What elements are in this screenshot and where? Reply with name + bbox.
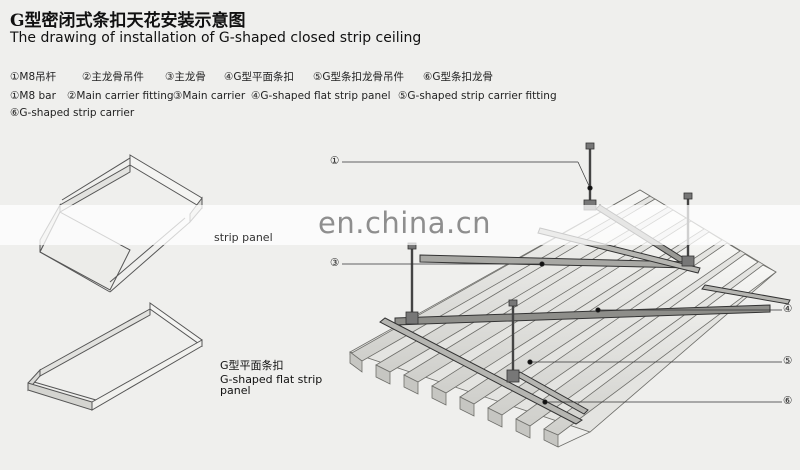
legend-en-5: ⑤G-shaped strip carrier fitting [398,90,557,102]
legend-en-4: ④G-shaped flat strip panel [251,90,391,102]
page-title-en: The drawing of installation of G-shaped … [10,30,422,46]
panel-bottom-label-cn: G型平面条扣 [220,359,284,372]
legend-en-6: ⑥G-shaped strip carrier [10,107,135,119]
watermark-band [0,205,800,245]
legend-en-3: ③Main carrier [173,90,246,102]
legend-cn-4: ④G型平面条扣 [224,71,295,83]
callout-5: ⑤ [783,355,793,367]
callout-1: ① [330,155,340,167]
panel-bottom-label-en-1: G-shaped flat strip [220,373,323,386]
watermark: en.china.cn [318,206,492,240]
page-title-cn: G型密闭式条扣天花安装示意图 [10,11,246,31]
panel-bottom-label-en-2: panel [220,384,251,397]
legend-en-2: ②Main carrier fitting [67,90,174,102]
callout-6: ⑥ [783,395,793,407]
strip-panel-profile-bottom [27,302,203,411]
legend-cn-1: ①M8吊杆 [10,71,57,83]
callout-4: ④ [783,303,793,315]
legend-cn-3: ③主龙骨 [165,71,206,83]
panel-top-label: strip panel [214,231,273,244]
callout-3: ③ [330,257,340,269]
legend-cn-5: ⑤G型条扣龙骨吊件 [313,71,405,83]
legend-cn-6: ⑥G型条扣龙骨 [423,71,494,83]
legend-en-1: ①M8 bar [10,90,56,102]
callout-leaders [342,161,782,405]
legend-cn-2: ②主龙骨吊件 [82,71,144,83]
